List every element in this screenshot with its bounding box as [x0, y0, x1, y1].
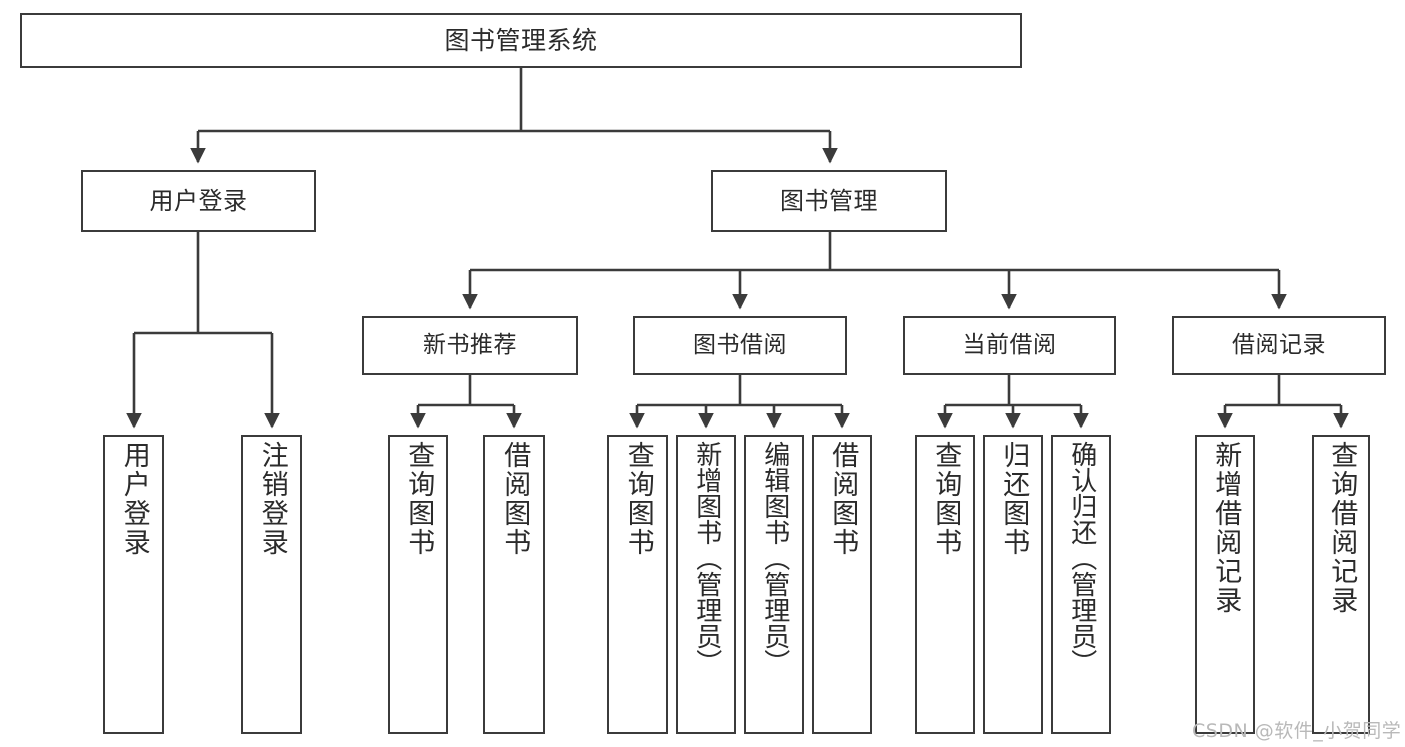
leaf-borrow-book[interactable]: 借阅图书	[812, 435, 872, 734]
leaf-query-book-current-label: 查询图书	[930, 441, 962, 557]
node-root[interactable]: 图书管理系统	[20, 13, 1022, 68]
node-book-management-label: 图书管理	[780, 186, 878, 215]
node-root-label: 图书管理系统	[444, 25, 598, 55]
node-new-book-recommend-label: 新书推荐	[423, 331, 517, 358]
leaf-query-book-current[interactable]: 查询图书	[915, 435, 975, 734]
leaf-confirm-return-admin[interactable]: 确认归还（管理员）	[1051, 435, 1111, 734]
leaf-logout-label: 注销登录	[256, 441, 288, 557]
leaf-return-book[interactable]: 归还图书	[983, 435, 1043, 734]
leaf-logout[interactable]: 注销登录	[241, 435, 302, 734]
node-new-book-recommend[interactable]: 新书推荐	[362, 316, 578, 375]
node-current-borrow[interactable]: 当前借阅	[903, 316, 1116, 375]
node-user-login[interactable]: 用户登录	[81, 170, 316, 232]
leaf-add-book-admin[interactable]: 新增图书（管理员）	[676, 435, 736, 734]
leaf-query-book-recommend-label: 查询图书	[403, 441, 435, 557]
leaf-query-book-recommend[interactable]: 查询图书	[388, 435, 448, 734]
leaf-query-borrow-record-label: 查询借阅记录	[1326, 441, 1358, 615]
node-borrow-record-label: 借阅记录	[1232, 331, 1326, 358]
leaf-add-borrow-record[interactable]: 新增借阅记录	[1195, 435, 1255, 734]
node-book-borrow-label: 图书借阅	[693, 331, 787, 358]
node-user-login-label: 用户登录	[149, 186, 248, 215]
leaf-edit-book-admin-label: 编辑图书（管理员）	[759, 441, 790, 675]
node-borrow-record[interactable]: 借阅记录	[1172, 316, 1386, 375]
leaf-add-book-admin-label: 新增图书（管理员）	[691, 441, 722, 675]
leaf-borrow-book-recommend-label: 借阅图书	[499, 441, 531, 557]
leaf-return-book-label: 归还图书	[998, 441, 1030, 557]
leaf-confirm-return-admin-label: 确认归还（管理员）	[1066, 441, 1097, 675]
leaf-borrow-book-recommend[interactable]: 借阅图书	[483, 435, 545, 734]
leaf-user-login[interactable]: 用户登录	[103, 435, 164, 734]
node-book-management[interactable]: 图书管理	[711, 170, 947, 232]
leaf-edit-book-admin[interactable]: 编辑图书（管理员）	[744, 435, 804, 734]
leaf-query-book-borrow[interactable]: 查询图书	[607, 435, 668, 734]
node-book-borrow[interactable]: 图书借阅	[633, 316, 847, 375]
leaf-user-login-label: 用户登录	[118, 441, 150, 557]
node-current-borrow-label: 当前借阅	[962, 331, 1057, 358]
leaf-add-borrow-record-label: 新增借阅记录	[1210, 441, 1242, 615]
leaf-query-borrow-record[interactable]: 查询借阅记录	[1312, 435, 1370, 734]
leaf-borrow-book-label: 借阅图书	[827, 441, 859, 557]
leaf-query-book-borrow-label: 查询图书	[622, 441, 654, 557]
watermark: CSDN @软件_小贺同学	[1192, 720, 1402, 742]
